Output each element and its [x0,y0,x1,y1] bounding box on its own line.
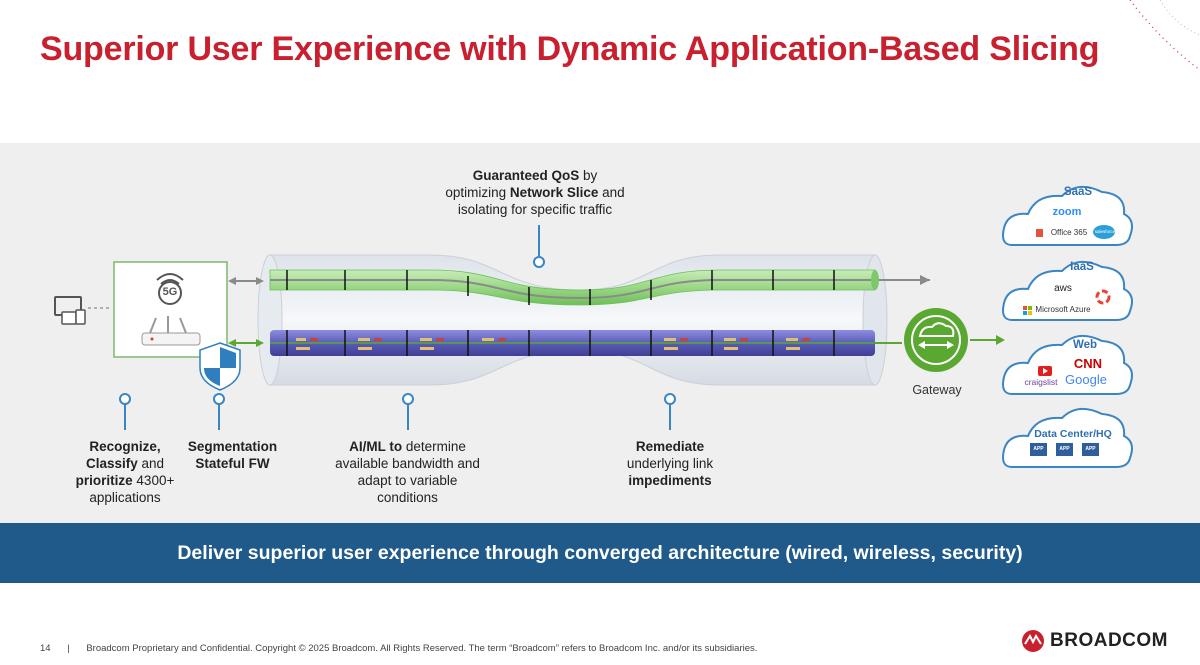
brand-name: BROADCOM [1050,630,1168,651]
office365-logo: Office 365 [1050,228,1088,237]
app-icon [1030,443,1047,456]
salesforce-icon [1093,225,1115,239]
cloud-web [1002,334,1133,395]
google-logo: Google [1065,372,1107,387]
salesforce-logo: salesforce [1094,229,1116,234]
azure-logo: Microsoft Azure [1035,305,1091,314]
cloud-label-saas: SaaS [1063,186,1093,198]
gateway-label: Gateway [912,383,962,397]
app-label: APP [1085,446,1096,452]
caption-recognize: Recognize, Classify and prioritize 4300+… [75,439,175,505]
purple-slice [270,330,875,356]
craigslist-logo: craigslist [1024,377,1058,387]
5g-label: 5G [162,286,178,298]
zoom-logo: zoom [1052,206,1082,218]
qos-connector [533,225,545,268]
gcp-icon [1095,289,1111,305]
page-number: 14 [40,643,51,654]
gateway-icon [904,308,968,372]
qos-caption: Guaranteed QoS by optimizing Network Sli… [445,168,625,217]
broadcom-logo: BROADCOM [1022,630,1168,652]
decorative-dots [1129,0,1200,71]
cnn-logo: CNN [1073,356,1103,371]
office-icon [1036,229,1043,237]
footer-separator: | [67,643,70,654]
aws-logo: aws [1054,283,1072,294]
caption-remediate: Remediate underlying link impediments [626,439,714,488]
link-arrows [228,277,264,347]
cloud-iaas [1002,260,1133,321]
cloud-label-web: Web [1072,339,1098,351]
footer: 14 | Broadcom Proprietary and Confidenti… [40,643,757,654]
broadcom-logo-icon [1022,630,1044,652]
caption-aiml: AI/ML to determine available bandwidth a… [335,439,480,505]
app-label: APP [1033,446,1044,452]
caption-connectors [119,393,676,430]
slide-title: Superior User Experience with Dynamic Ap… [40,30,1100,68]
summary-banner: Deliver superior user experience through… [0,523,1200,583]
cloud-label-datacenter: Data Center/HQ [1034,428,1112,440]
cloud-logos [1023,225,1115,376]
green-slice [269,269,930,306]
5g-router-box [113,261,228,358]
client-devices-icon [54,296,112,325]
app-icon [1056,443,1073,456]
app-icon [1082,443,1099,456]
shield-icon [199,342,241,391]
gateway-arrow [875,335,1005,345]
footer-text: Broadcom Proprietary and Confidential. C… [86,643,758,654]
caption-segmentation: Segmentation Stateful FW [187,439,278,471]
cloud-label-iaas: IaaS [1070,261,1094,273]
cloud-datacenter [1002,407,1133,468]
router-icon [141,316,201,346]
wifi-icon [156,273,184,285]
banner-text: Deliver superior user experience through… [177,541,1023,564]
5g-icon [158,281,182,305]
app-label: APP [1059,446,1070,452]
